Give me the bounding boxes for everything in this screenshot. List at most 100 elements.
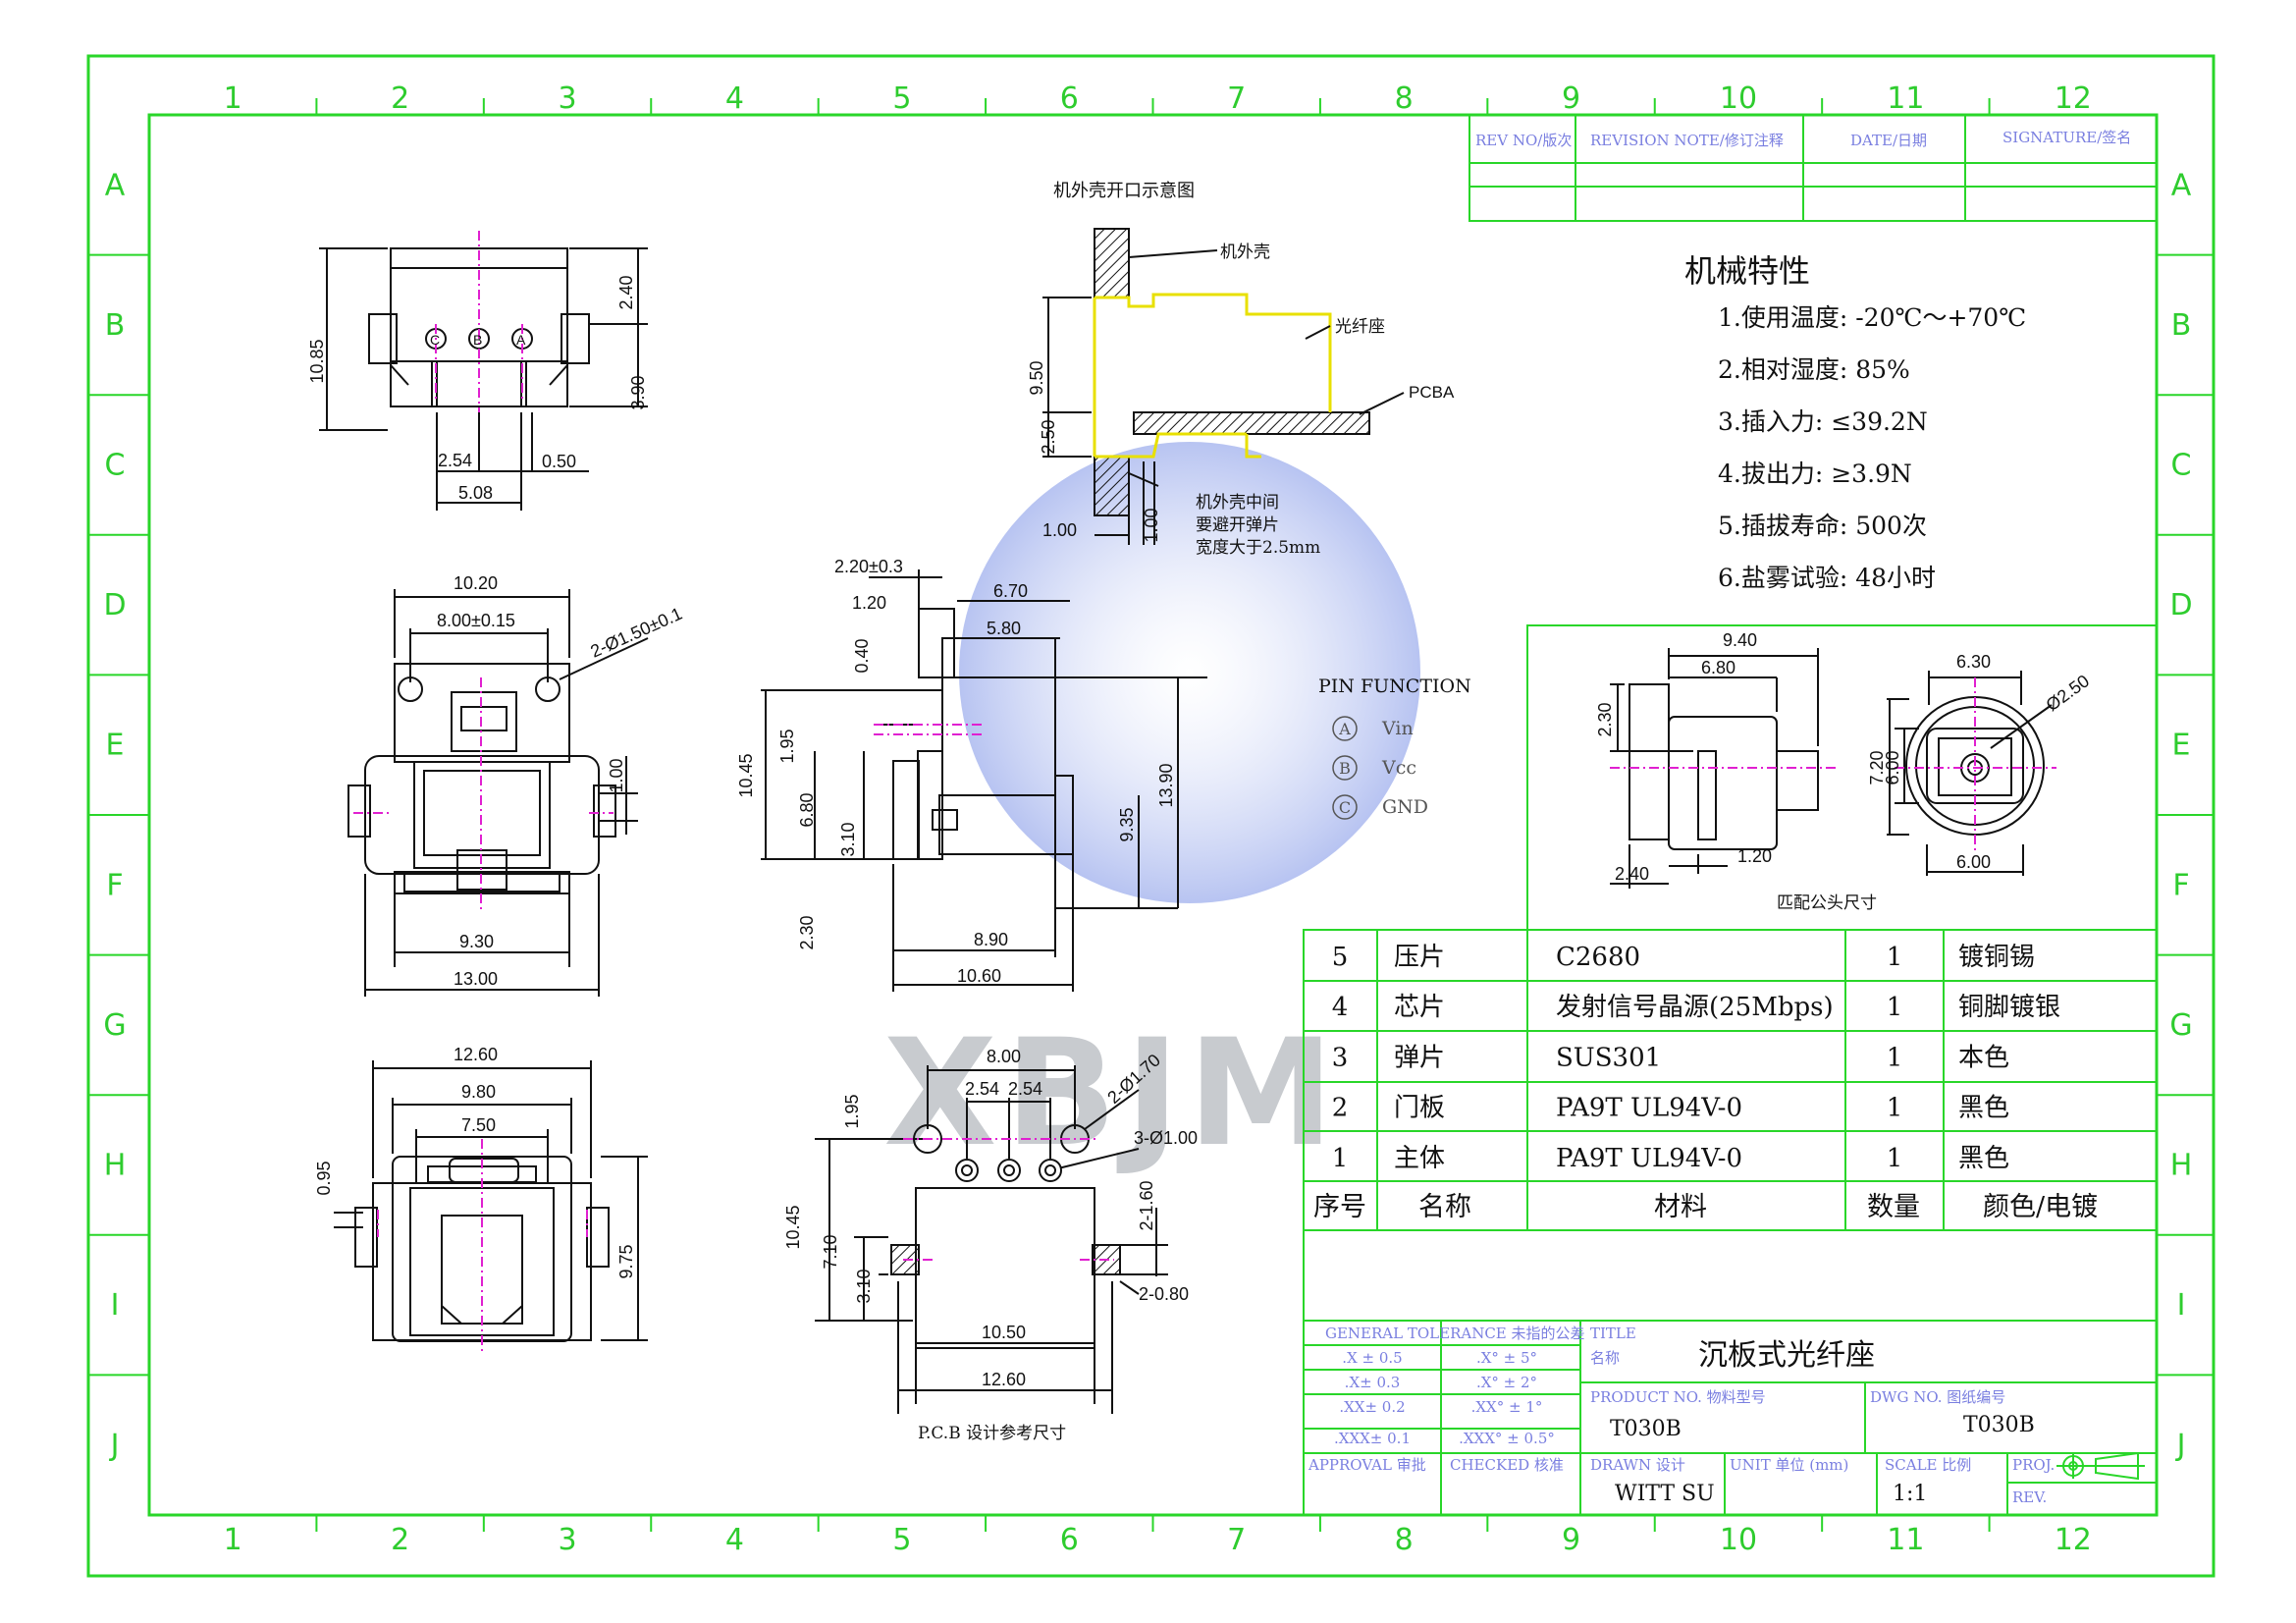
tolerance-list: .X ± 0.5.X° ± 5°.X± 0.3.X° ± 2°.XX± 0.2.…	[1334, 1349, 1555, 1447]
top-view-centerlines	[435, 231, 523, 412]
grid-col-label: 4	[725, 1523, 744, 1557]
dim-side-10-45: 10.45	[736, 753, 756, 797]
panel-view-title: 机外壳开口示意图	[1053, 181, 1195, 201]
drawing-title: 沉板式光纤座	[1698, 1338, 1875, 1373]
bom-cell-no: 2	[1332, 1094, 1349, 1123]
bom-cell-name: 门板	[1394, 1094, 1445, 1123]
signature-header: SIGNATURE/签名	[2002, 129, 2131, 146]
dim-mating-2-30: 2.30	[1595, 702, 1615, 736]
dwg-label: DWG NO. 图纸编号	[1870, 1388, 2005, 1406]
grid-col-label: 1	[224, 81, 242, 116]
dim-mating-1-20: 1.20	[1737, 846, 1772, 866]
bom-header-qty: 数量	[1867, 1192, 1920, 1222]
panel-note-1: 机外壳中间	[1196, 493, 1279, 513]
dim-panel-2-50: 2.50	[1039, 419, 1058, 454]
dim-side-8-90: 8.90	[974, 930, 1008, 949]
tolerance-title: GENERAL TOLERANCE 未指的公差	[1325, 1325, 1585, 1342]
tolerance-item: .X° ± 2°	[1476, 1374, 1537, 1391]
pin-letter: A	[1338, 720, 1351, 738]
title-label: TITLE	[1590, 1325, 1636, 1342]
title-label-cn: 名称	[1590, 1349, 1620, 1367]
tolerance-item: .X ± 0.5	[1342, 1349, 1402, 1367]
scale-label: SCALE 比例	[1885, 1456, 1971, 1474]
bom-cell-mat: SUS301	[1556, 1043, 1661, 1072]
grid-col-label: 3	[558, 81, 576, 116]
date-header: DATE/日期	[1850, 132, 1927, 149]
dim-pcb-10-50: 10.50	[982, 1323, 1026, 1342]
bom-header-mat: 材料	[1654, 1192, 1707, 1222]
tolerance-item: .X° ± 5°	[1476, 1349, 1537, 1367]
grid-row-label: F	[2172, 868, 2189, 902]
grid-col-label: 7	[1227, 81, 1246, 116]
dim-mating-2-40: 2.40	[1615, 864, 1649, 884]
bom-cell-finish: 本色	[1958, 1043, 2009, 1072]
dwg-no: T030B	[1963, 1413, 2035, 1437]
bom-cell-no: 1	[1332, 1144, 1349, 1173]
pcb-holes	[913, 1124, 1090, 1182]
grid-row-label: J	[109, 1429, 120, 1463]
grid-row-label: G	[2169, 1008, 2192, 1043]
pin-function-title: PIN FUNCTION	[1318, 676, 1471, 697]
dim-pcb-12-60: 12.60	[982, 1370, 1026, 1389]
dim-mating-6-00-h: 6.00	[1956, 852, 1991, 872]
grid-row-label: A	[2171, 168, 2192, 202]
revision-block	[1468, 114, 2158, 222]
dim-side-0-40: 0.40	[852, 638, 872, 673]
dim-bottom-9-80: 9.80	[461, 1082, 496, 1102]
dim-mating-dia-2-50: Ø2.50	[2043, 671, 2093, 715]
title-block	[1303, 1229, 2158, 1516]
tolerance-item: .XXX± 0.1	[1334, 1430, 1411, 1447]
dim-front-9-30: 9.30	[459, 932, 494, 951]
grid-col-label: 2	[391, 81, 409, 116]
pin-letter: B	[1339, 759, 1351, 778]
pcb-caption: P.C.B 设计参考尺寸	[918, 1424, 1066, 1443]
dim-panel-1-00-h: 1.00	[1042, 520, 1077, 540]
bom-cell-name: 芯片	[1394, 993, 1445, 1022]
dim-side-13-90: 13.90	[1156, 763, 1176, 807]
dim-pcb-2-0-80: 2-0.80	[1139, 1284, 1189, 1304]
unit-label: UNIT 单位 (mm)	[1730, 1456, 1848, 1474]
housing-label: 机外壳	[1220, 243, 1270, 262]
grid-col-label: 6	[1060, 81, 1079, 116]
mating-box	[1526, 624, 2158, 931]
checked-label: CHECKED 核准	[1450, 1456, 1564, 1474]
top-view	[319, 247, 648, 511]
seat-label: 光纤座	[1335, 317, 1385, 337]
grid-row-label: G	[103, 1008, 126, 1043]
bom-header-no: 序号	[1313, 1192, 1366, 1222]
bom-header-row: 序号 名称 材料 数量 颜色/电镀	[1313, 1192, 2098, 1222]
bottom-view-centerlines	[377, 1139, 588, 1355]
dim-side-1-95: 1.95	[777, 729, 797, 763]
dim-mating-6-80: 6.80	[1701, 658, 1735, 677]
mech-item: 4.拔出力: ≥3.9N	[1718, 460, 1912, 488]
bom-cell-qty: 1	[1887, 1043, 1903, 1072]
dim-side-9-35: 9.35	[1117, 807, 1137, 841]
side-view	[761, 569, 1207, 992]
dim-pcb-2-1-60: 2-1.60	[1137, 1180, 1156, 1230]
product-no: T030B	[1610, 1417, 1682, 1441]
grid-col-label: 4	[725, 81, 744, 116]
dim-top-10-85: 10.85	[307, 339, 327, 383]
dim-pcb-8-00: 8.00	[987, 1047, 1021, 1066]
dim-pcb-10-45: 10.45	[783, 1205, 803, 1249]
dim-mating-7-20: 7.20	[1867, 750, 1887, 784]
top-a-label: A	[516, 332, 526, 348]
bom-cell-finish: 铜脚镀银	[1958, 993, 2060, 1022]
grid-row-label: A	[105, 168, 126, 202]
top-c-label: C	[430, 332, 440, 348]
grid-col-label: 12	[2055, 1523, 2092, 1557]
pcba-label: PCBA	[1409, 383, 1455, 402]
bom-cell-no: 4	[1332, 993, 1349, 1022]
grid-row-label: C	[105, 449, 126, 483]
bom-cell-mat: PA9T UL94V-0	[1556, 1144, 1742, 1173]
grid-row-label: E	[2172, 729, 2191, 763]
bom-cell-name: 压片	[1394, 943, 1445, 972]
grid-col-label: 10	[1720, 81, 1757, 116]
dim-top-3-90: 3.90	[628, 375, 648, 409]
bom-table	[1303, 929, 2158, 1231]
grid-col-label: 8	[1395, 1523, 1414, 1557]
mech-item: 5.插拔寿命: 500次	[1718, 512, 1927, 540]
dim-side-10-60: 10.60	[957, 966, 1001, 986]
mech-title: 机械特性	[1684, 252, 1810, 290]
side-view-centerlines	[874, 724, 982, 735]
